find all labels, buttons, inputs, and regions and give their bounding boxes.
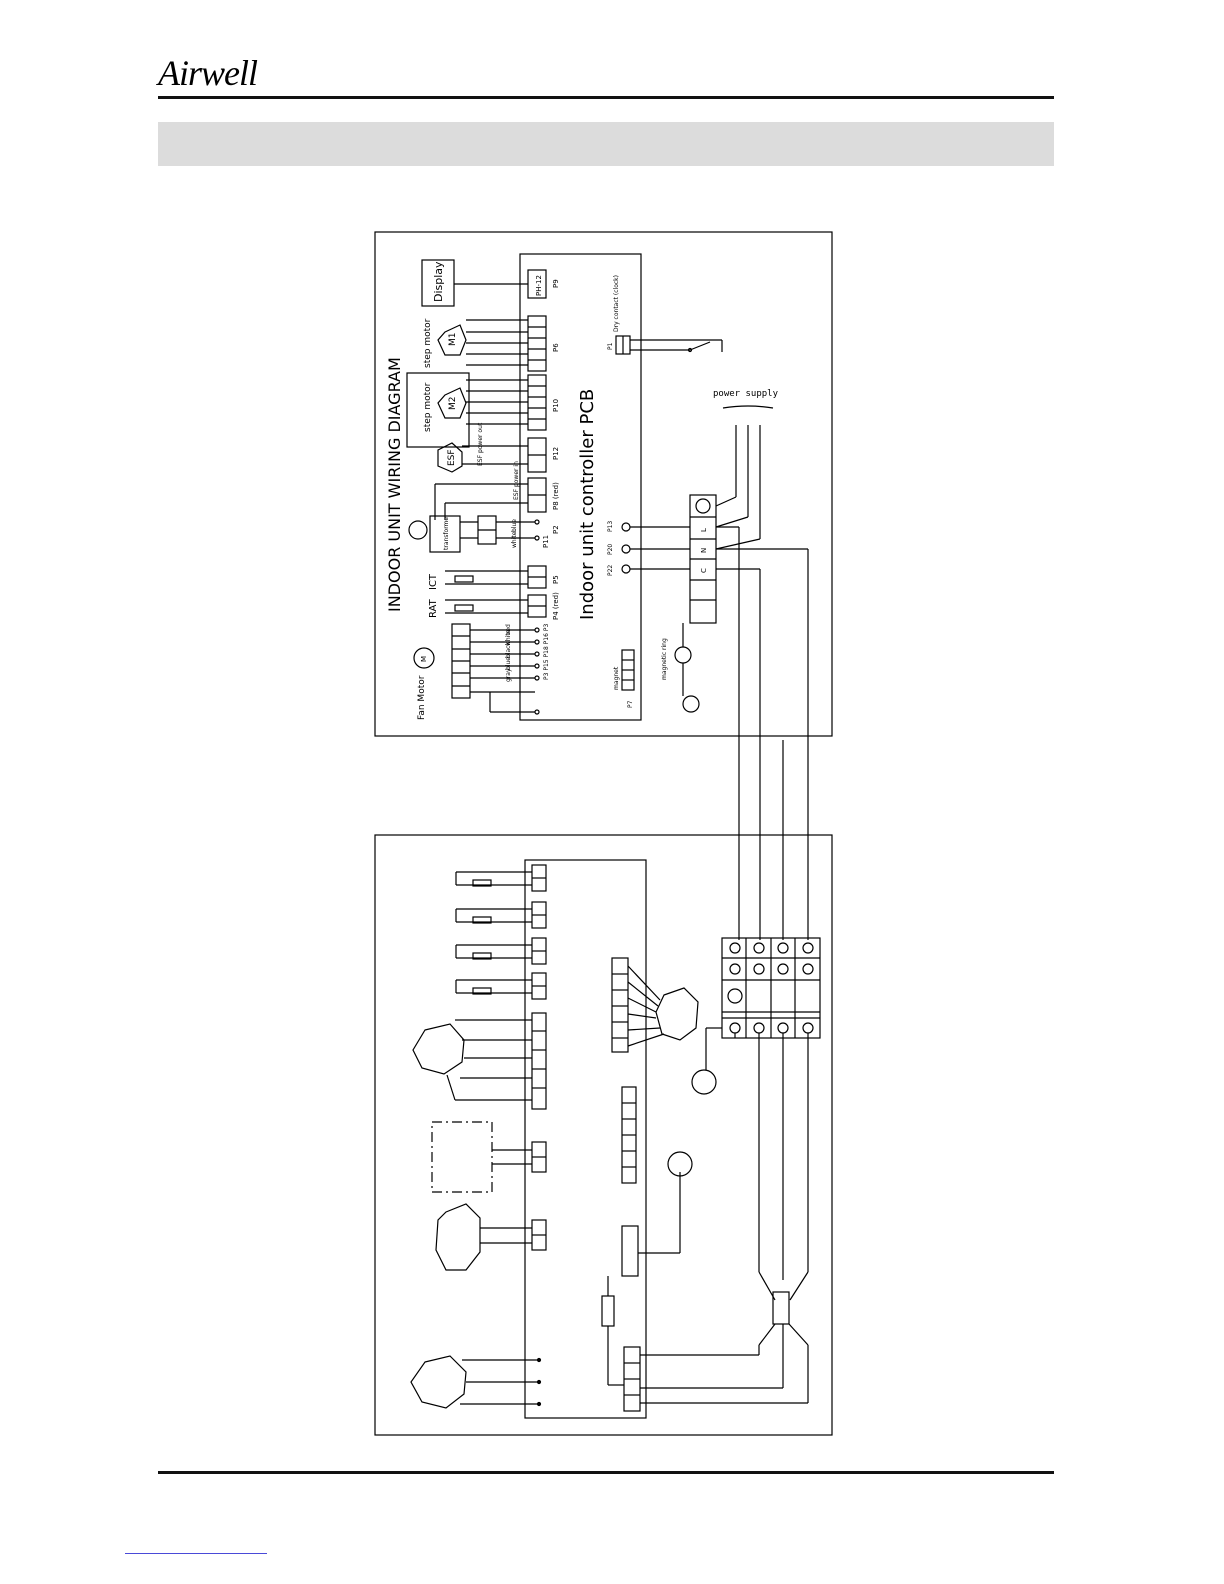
white-wire-label: white	[511, 531, 518, 548]
outdoor-unit-frame	[374, 834, 833, 1436]
fan-motor-label: Fan Motor	[417, 675, 427, 720]
p9-label: P9	[552, 279, 560, 288]
rat-label: RAT	[428, 598, 439, 618]
magnetic-ring-icon	[674, 646, 692, 664]
outdoor-valve-motor-icon	[655, 987, 699, 1041]
transformer-box	[429, 515, 461, 553]
p6-label: P6	[552, 343, 560, 352]
fan-pins-label: P3 P15 P18 P16 P3	[543, 624, 550, 680]
p22-label: P22	[607, 565, 614, 576]
esf-icon	[437, 442, 463, 473]
optional-component-box	[431, 1121, 493, 1193]
esf-label: ESF	[447, 449, 457, 466]
footer-link-underline	[125, 1553, 267, 1554]
fan-wire-blue: blue	[505, 657, 512, 670]
m1-label: M1	[448, 333, 458, 347]
ph-label: PH-12	[535, 275, 543, 296]
step-motor-2-label: step motor	[423, 382, 433, 432]
display-label: Display	[432, 261, 445, 302]
terminal-ground-icon	[691, 1069, 717, 1095]
power-supply-brace	[722, 405, 774, 409]
magnetic-ring-label: magnetic ring	[661, 638, 668, 680]
m2-label: M2	[448, 397, 458, 411]
ground-icon	[682, 695, 700, 713]
earth-terminal-icon	[695, 498, 711, 514]
p20-label: P20	[607, 544, 614, 555]
p4-label: P4 (red)	[552, 592, 560, 620]
terminal-c-label: C	[700, 568, 708, 573]
header-rule	[158, 96, 1054, 99]
p13-label: P13	[607, 521, 614, 532]
blue-wire-label: blue	[511, 519, 518, 532]
power-supply-label: power supply	[713, 389, 779, 399]
esf-power-out-label: ESF power out	[477, 422, 484, 466]
ferrite-core-icon	[772, 1291, 790, 1325]
step-motor-1-label: step motor	[423, 318, 433, 368]
p5-label: P5	[552, 575, 560, 584]
footer-rule	[158, 1471, 1054, 1474]
ict-label: ICT	[428, 573, 439, 590]
indoor-diagram-title: INDOOR UNIT WIRING DIAGRAM	[385, 357, 404, 612]
step-motor-m2-icon	[437, 387, 467, 419]
indoor-pcb-board	[519, 253, 642, 721]
outdoor-ground-icon	[667, 1151, 693, 1177]
p7-label: P7	[627, 700, 634, 708]
fan-wire-black: black	[505, 642, 512, 658]
p10-label: P10	[552, 399, 560, 412]
fuse-icon	[601, 1295, 615, 1327]
terminal-l-label: L	[700, 528, 708, 532]
outdoor-pcb-board	[524, 859, 647, 1419]
ground-symbol-icon	[408, 520, 428, 540]
fan-wire-gray: gray	[505, 668, 512, 682]
fan-wire-white: white	[505, 629, 512, 646]
p8-label: P8 (red)	[552, 482, 560, 510]
fan-m-label: M	[420, 656, 428, 662]
compressor-icon	[435, 1203, 481, 1271]
p2-label: P2	[552, 525, 560, 534]
esf-power-in-label: ESF power in	[513, 461, 520, 500]
fan-motor-icon	[413, 647, 435, 669]
p1-label: P1	[607, 342, 614, 350]
section-title-band	[158, 122, 1054, 166]
outdoor-fan-motor-icon	[410, 1355, 467, 1409]
pcb-label: Indoor unit controller PCB	[577, 389, 598, 620]
step-motor-m1-icon	[437, 324, 467, 356]
step-motor-m2-frame	[406, 372, 470, 448]
outdoor-sensors	[455, 864, 547, 1000]
magnet-label: magnet	[613, 666, 620, 690]
transformer-label: transformer	[443, 514, 450, 550]
display-box	[421, 259, 455, 307]
p11-label: P11	[542, 535, 550, 548]
outdoor-motor-icon	[412, 1023, 465, 1075]
airwell-logo: Airwell	[158, 53, 258, 93]
dry-contact-label: Dry contact (clock)	[613, 275, 620, 332]
terminal-n-label: N	[700, 548, 708, 553]
indoor-unit-frame	[374, 231, 833, 737]
p12-label: P12	[552, 447, 560, 460]
fan-wire-red: red	[505, 624, 512, 634]
